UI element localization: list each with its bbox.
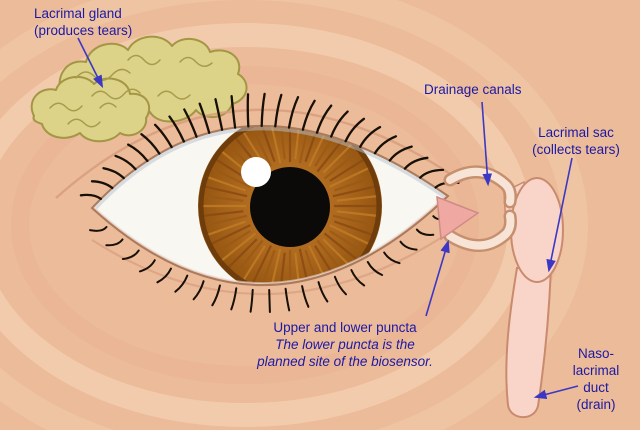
label-puncta-title: Upper and lower puncta [273, 320, 417, 335]
lacrimal-sac-shape [510, 177, 564, 283]
label-lacrimal-gland-title: Lacrimal gland [34, 6, 122, 21]
label-puncta: Upper and lower puncta The lower puncta … [222, 319, 468, 370]
label-lacrimal-gland: Lacrimal gland (produces tears) [34, 5, 132, 39]
leader-drainage-canals [481, 101, 493, 187]
label-lacrimal-sac-subtitle: (collects tears) [532, 142, 620, 157]
label-puncta-note-line1: The lower puncta is the [275, 337, 415, 352]
label-naso-line1: Naso- [577, 346, 614, 361]
leader-puncta [425, 239, 450, 317]
label-lacrimal-sac-title: Lacrimal sac [538, 125, 614, 140]
label-drainage-canals-title: Drainage canals [424, 82, 522, 97]
nasolacrimal-duct-shape [505, 267, 553, 419]
lacrimal-gland-shape [30, 35, 248, 143]
iris-texture [201, 125, 379, 286]
eyelashes-top [79, 92, 460, 200]
gland-lobule-texture [49, 54, 213, 128]
label-naso-line4: (drain) [576, 397, 616, 412]
leader-lacrimal-sac [546, 157, 573, 273]
pupil [250, 167, 330, 247]
drainage-canal-lower-lumen [446, 212, 515, 250]
label-puncta-note-line2: planned site of the biosensor. [257, 354, 433, 369]
leader-lacrimal-gland [77, 37, 104, 89]
drainage-canal-upper-lumen [446, 168, 515, 206]
leader-lines [77, 37, 579, 400]
eye-outline [90, 124, 450, 286]
label-drainage-canals: Drainage canals [424, 81, 522, 98]
label-lacrimal-gland-subtitle: (produces tears) [34, 23, 133, 38]
label-nasolacrimal-duct: Naso- lacrimal duct (drain) [556, 345, 636, 413]
label-lacrimal-sac: Lacrimal sac (collects tears) [514, 124, 638, 158]
label-naso-line2: lacrimal [572, 363, 620, 378]
tear-drainage-system [436, 165, 564, 419]
eye [55, 92, 463, 313]
limbal-ring [198, 125, 382, 286]
label-naso-line3: duct [583, 380, 609, 395]
caruncle [436, 195, 480, 241]
eye-highlight [241, 157, 271, 187]
upper-eyelid-crease [55, 108, 463, 199]
leader-nasolacrimal-duct [533, 385, 579, 400]
